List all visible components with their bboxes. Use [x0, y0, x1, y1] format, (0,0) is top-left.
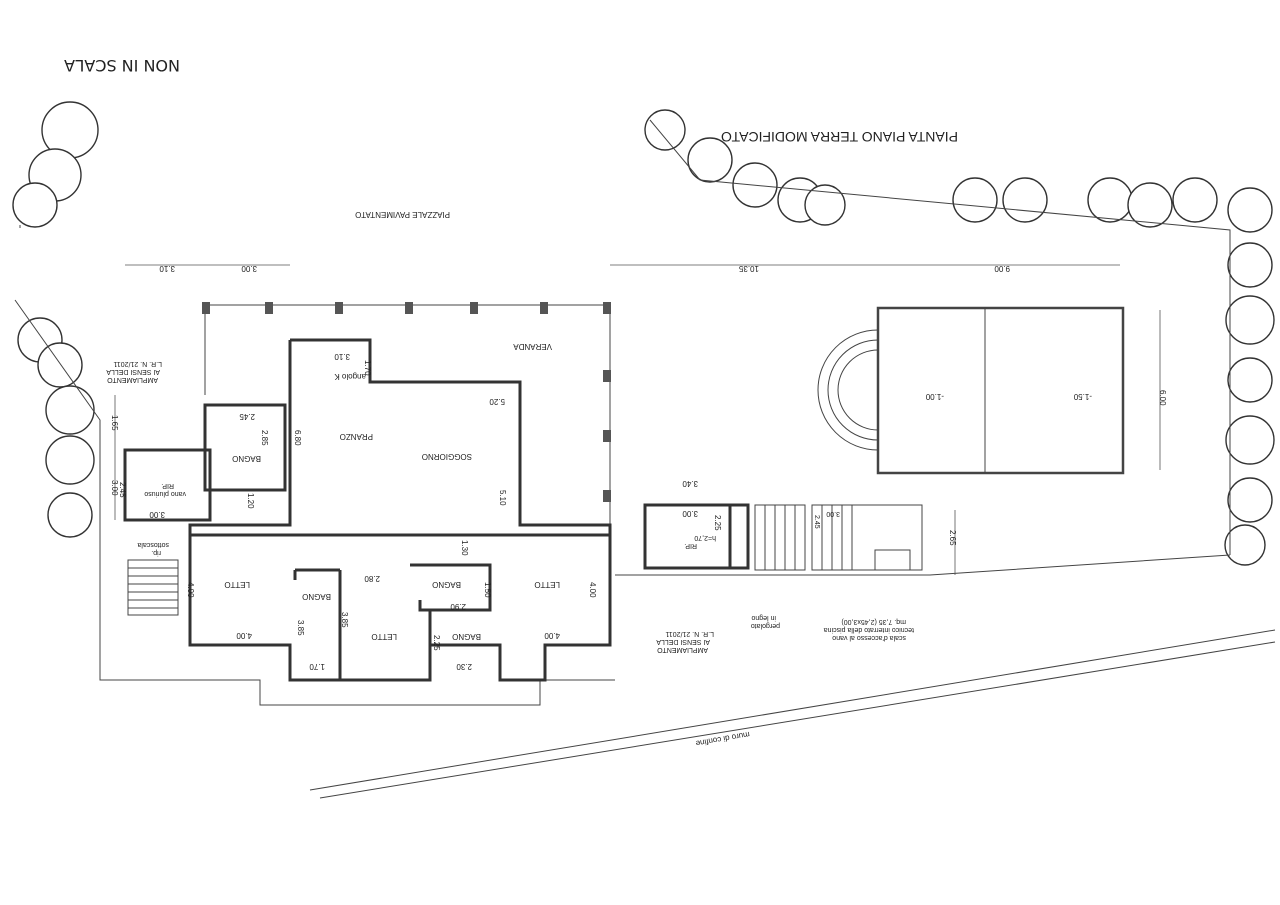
- dim-letto2-w: 2.80: [364, 574, 380, 583]
- dim-bagno4-h: 2.25: [432, 635, 441, 651]
- dim-letto1-h: 4.00: [186, 582, 195, 598]
- dim-pool-level-b: -1.50: [1073, 392, 1092, 401]
- vano-pluriuso-2: vano pluriuso: [144, 490, 186, 497]
- room-soggiorno: SOGGIORNO: [422, 452, 472, 461]
- dim-pranzo-w: 3.10: [334, 352, 350, 361]
- dim-letto3-w: 4.00: [544, 631, 560, 640]
- room-letto-1: LETTO: [224, 580, 250, 589]
- dim-bagno2-w: 1.70: [309, 662, 325, 671]
- dim-pranzo-a: 1.70: [363, 360, 372, 376]
- dim-bagno4-w: 2.30: [456, 662, 472, 671]
- note-ampliamento-right-2: AI SENSI DELLA: [656, 638, 710, 645]
- hedge-top-right: [644, 109, 1218, 228]
- dim-bagno1-b: 1.20: [246, 493, 255, 509]
- boundary-wall-line: [309, 629, 1276, 799]
- veranda-outline: [204, 304, 611, 525]
- hedge-right: [1224, 187, 1275, 566]
- room-angolo-k: angolo K: [334, 372, 366, 381]
- annex-walls: [643, 503, 750, 570]
- note-ampliamento-right-1: AMPLIAMENTO: [657, 646, 708, 653]
- room-letto-2: LETTO: [371, 632, 397, 641]
- dim-left-d: 3.00: [149, 510, 165, 519]
- paved-area-label: PIAZZALE PAVIMENTATO: [355, 210, 450, 219]
- dim-left-c: 2.45: [118, 482, 127, 498]
- dim-top-right-a: 10.35: [738, 264, 759, 273]
- note-pergolato-2: in legno: [751, 614, 776, 621]
- dim-bagno3-h: 1.50: [483, 582, 492, 598]
- dim-bagno1-h: 2.85: [260, 430, 269, 446]
- note-scala-2: tecnico interrato della piscina: [824, 626, 914, 633]
- dim-top-left-b: 3.00: [241, 264, 257, 273]
- dim-pool-side: 6.00: [1158, 390, 1167, 406]
- note-scala-3: mq. 7,35 (2,45x3,00): [841, 618, 906, 625]
- room-bagno-4: BAGNO: [452, 632, 481, 641]
- note-ampliamento-right-3: L.R. N. 21/2011: [665, 630, 714, 637]
- room-bagno-2: BAGNO: [302, 592, 331, 601]
- pergola: [754, 504, 853, 571]
- dim-bagno3-w: 2.90: [450, 602, 466, 611]
- dim-annex-top: 3.40: [682, 479, 698, 488]
- room-bagno-3: BAGNO: [432, 580, 461, 589]
- hedge-top-left: [12, 101, 99, 228]
- note-scala-1: scala d'accesso al vano: [832, 634, 906, 641]
- dim-pool-level-a: -1.00: [925, 392, 944, 401]
- dim-letto3-h: 4.00: [588, 582, 597, 598]
- pool: [876, 306, 1125, 475]
- stairs-left: [127, 559, 179, 616]
- dim-annex-w: 3.00: [682, 509, 698, 518]
- note-ampliamento-left-3: L.R. N. 21/2011: [113, 360, 162, 367]
- note-ampliamento-left-1: AMPLIAMENTO: [107, 376, 158, 383]
- dim-left-a: 1.65: [110, 415, 119, 431]
- dim-left-b: 3.00: [110, 480, 119, 496]
- scale-note: NON IN SCALA: [64, 56, 180, 75]
- rip-h-2: h=2,70: [694, 534, 716, 541]
- dim-annex-h: 2.25: [713, 515, 722, 531]
- dim-pranzo-h: 6.80: [293, 430, 302, 446]
- dim-sogg-a: 5.20: [489, 397, 505, 406]
- house-walls: [123, 338, 612, 682]
- drawing-title: PIANTA PIANO TERRA MODIFICATO: [721, 129, 958, 145]
- room-pranzo: PRANZO: [340, 432, 373, 441]
- site-boundary: [14, 119, 1231, 706]
- dim-top-right-b: 9.00: [994, 264, 1010, 273]
- dim-letto2-h: 3.85: [340, 612, 349, 628]
- room-veranda: VERANDA: [513, 342, 552, 351]
- dim-letto1-w: 4.00: [236, 631, 252, 640]
- pool-steps: [817, 329, 879, 451]
- vano-pluriuso-1: RIP.: [161, 482, 174, 489]
- note-pergolato-1: pergolato: [751, 622, 780, 629]
- pool-access-stair: [851, 504, 923, 571]
- dimension-lines: [114, 264, 1161, 575]
- dim-pool-bottom: 2.65: [948, 530, 957, 546]
- rip-h-1: RIP.: [684, 542, 697, 549]
- rip-sottoscala-1: rip.: [151, 549, 161, 556]
- veranda-columns: [202, 302, 611, 502]
- rip-sottoscala-2: sottoscala: [137, 541, 169, 548]
- note-ampliamento-left-2: AI SENSI DELLA: [106, 368, 160, 375]
- dim-corr: 1.30: [460, 540, 469, 556]
- room-bagno-1: BAGNO: [232, 454, 261, 463]
- dim-stair-b: 2.45: [813, 515, 820, 529]
- room-letto-3: LETTO: [534, 580, 560, 589]
- dim-sogg-b: 5.10: [498, 490, 507, 506]
- dim-bagno2-h: 3.85: [296, 620, 305, 636]
- dim-bagno1-w: 2.45: [239, 412, 255, 421]
- hedge-left: [17, 317, 95, 538]
- dim-top-left-a: 3.10: [159, 264, 175, 273]
- dim-stair-a: 3.00: [826, 510, 840, 517]
